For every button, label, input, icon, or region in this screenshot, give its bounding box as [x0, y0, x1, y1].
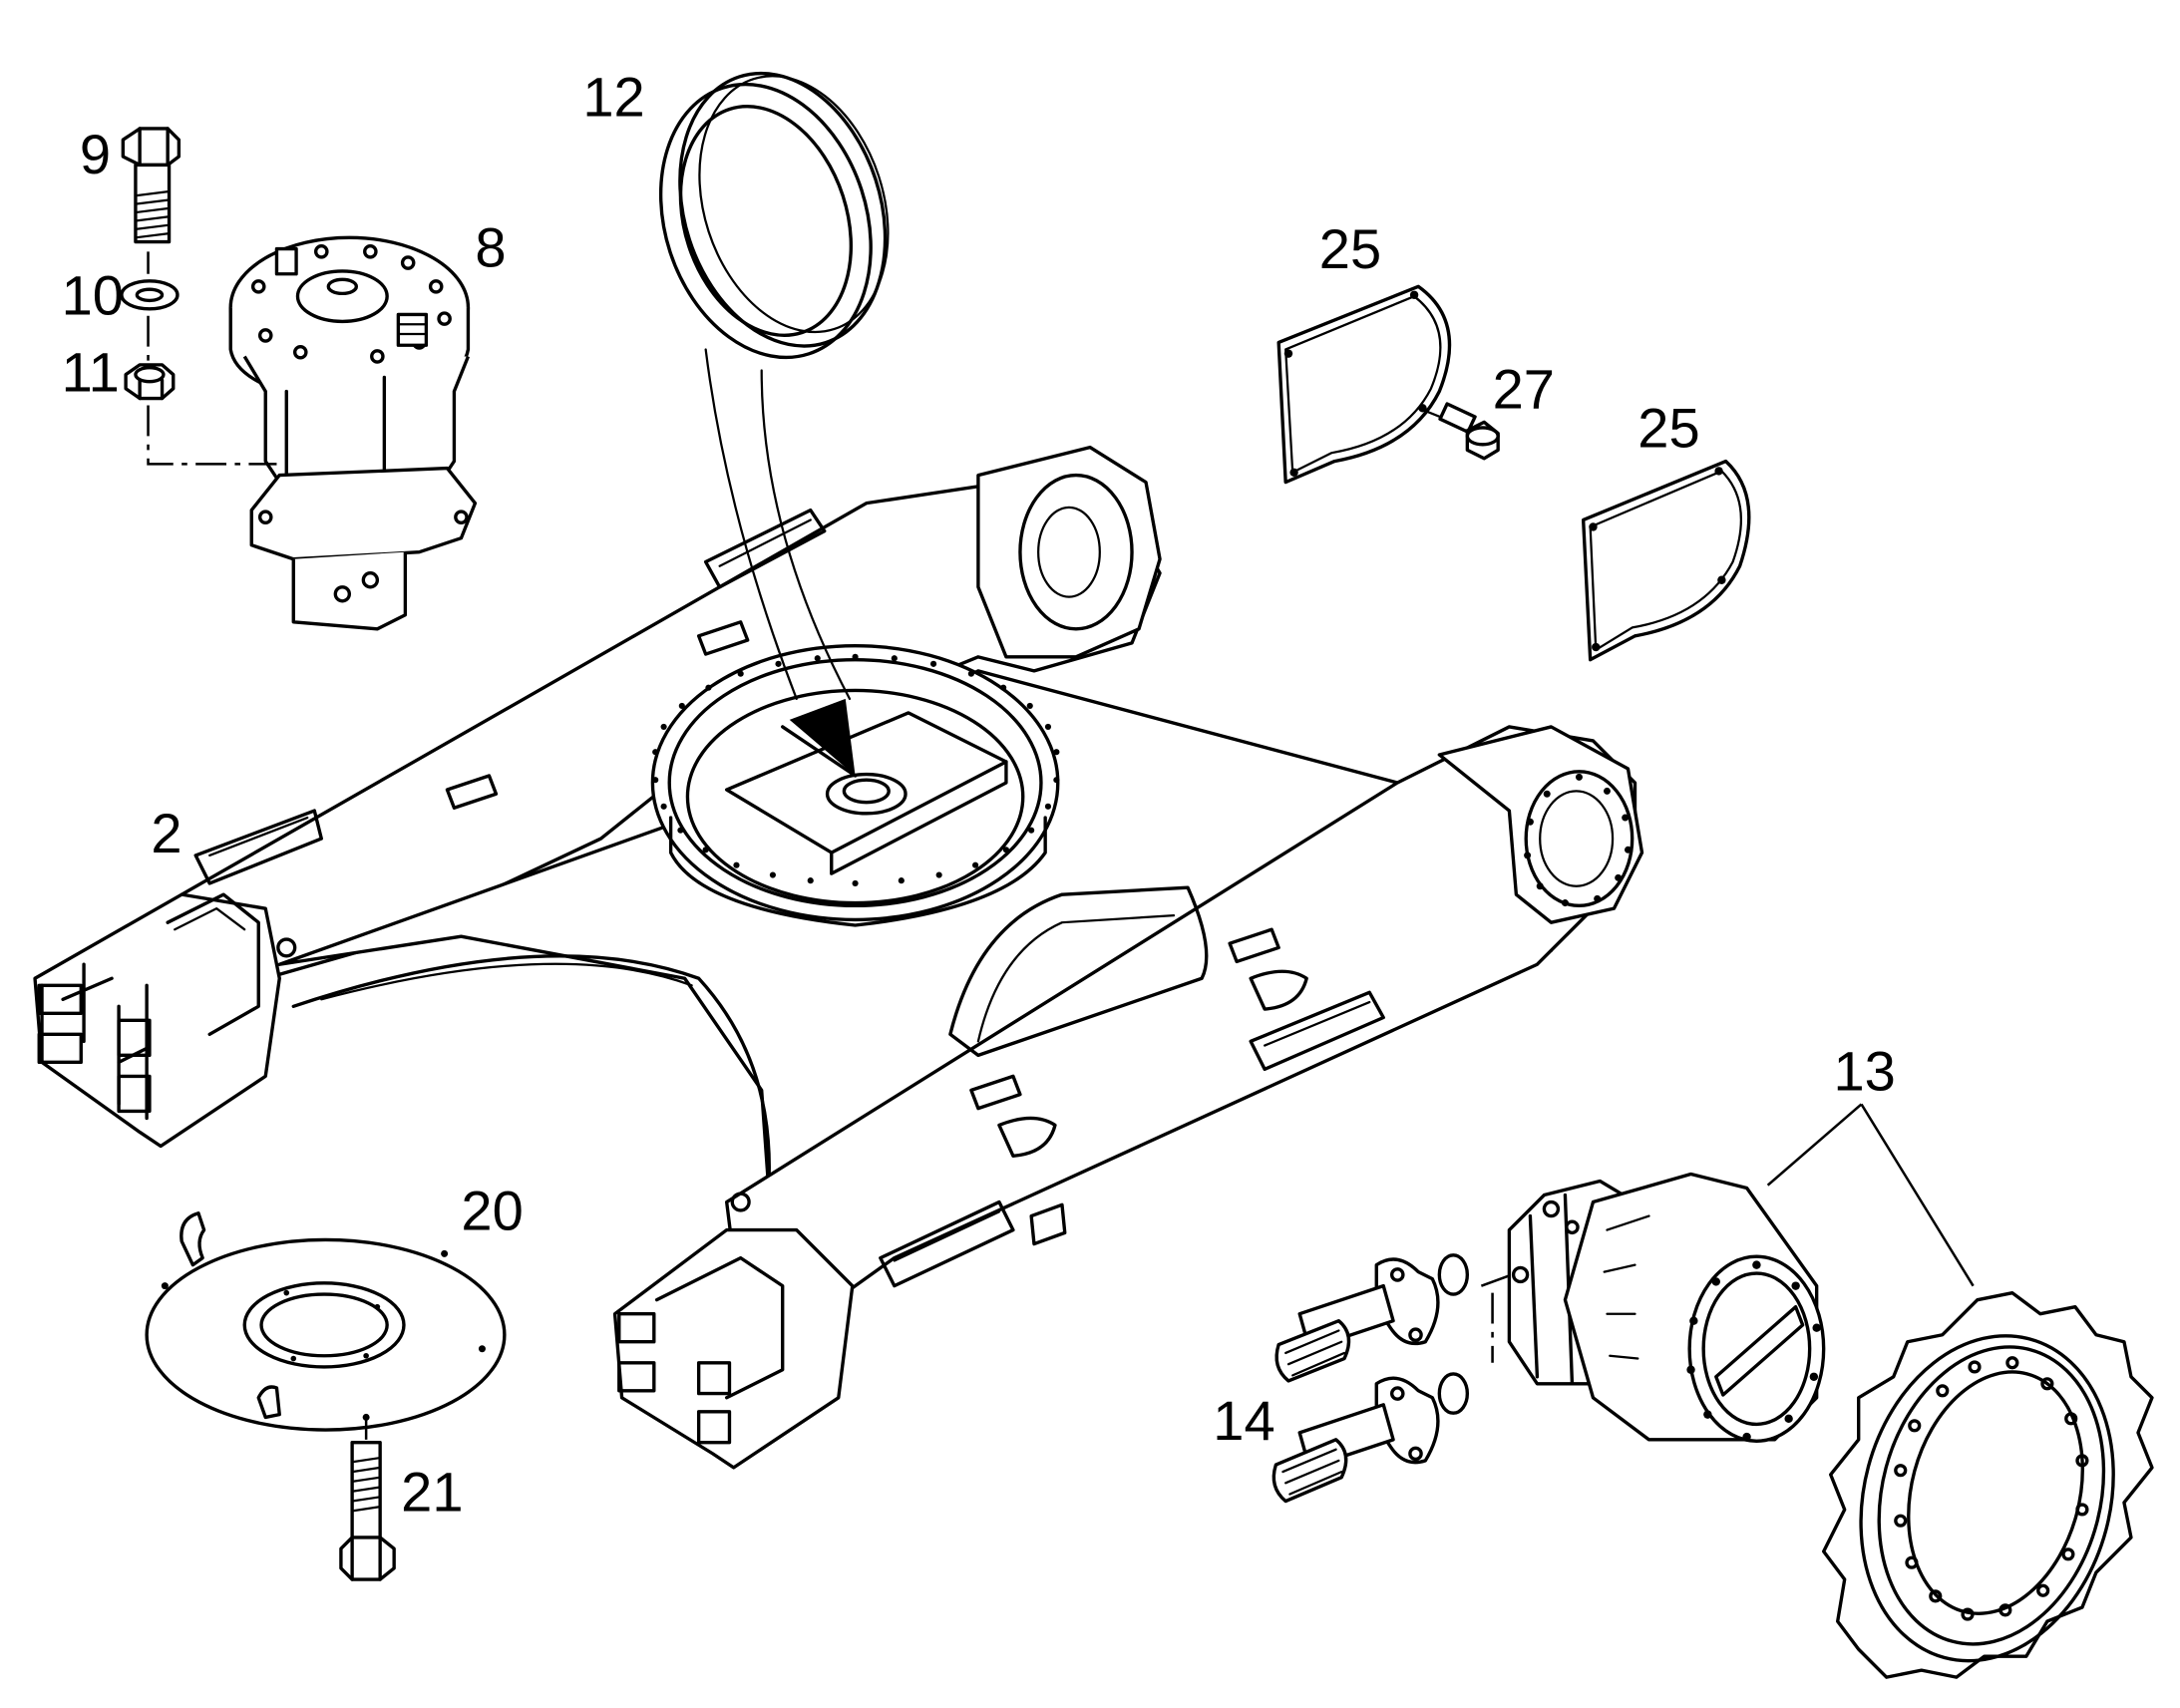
- cover-screw: [1417, 402, 1500, 461]
- sprocket-bolt-holes: [1894, 1356, 2089, 1621]
- cover-plate-lower: [1581, 459, 1751, 662]
- cover-bolt: [339, 1418, 396, 1581]
- cover-plate-upper: [1276, 284, 1452, 485]
- undercarriage-frame: [33, 445, 1644, 1470]
- label-8: 8: [475, 216, 506, 279]
- seal-ring: [658, 71, 890, 360]
- travel-motor: [1507, 1172, 1826, 1443]
- label-9: 9: [80, 123, 111, 185]
- label-12: 12: [582, 65, 644, 128]
- motor-centerline: [1480, 1273, 1513, 1363]
- hex-nut: [124, 363, 176, 401]
- drive-sprocket: [1821, 1290, 2154, 1679]
- label-14: 14: [1213, 1389, 1274, 1452]
- swing-ring-leader: [704, 348, 852, 701]
- hex-bolt: [121, 127, 182, 244]
- label-10: 10: [62, 263, 124, 326]
- washer: [120, 279, 180, 311]
- label-27: 27: [1493, 357, 1555, 420]
- hose-fittings: [1272, 1253, 1470, 1504]
- label-20: 20: [461, 1180, 523, 1242]
- rotary-joint: [228, 235, 478, 631]
- bottom-cover-disc: [145, 1211, 507, 1432]
- label-21: 21: [401, 1460, 463, 1523]
- slewing-ring-bolt-holes: [652, 653, 1060, 887]
- bolt-centerline: [147, 251, 277, 466]
- label-2: 2: [151, 802, 182, 864]
- label-25b: 25: [1637, 397, 1699, 460]
- label-13: 13: [1833, 1039, 1895, 1102]
- label-11: 11: [62, 340, 120, 403]
- label-25a: 25: [1319, 217, 1381, 280]
- leader-13: [1766, 1103, 1975, 1287]
